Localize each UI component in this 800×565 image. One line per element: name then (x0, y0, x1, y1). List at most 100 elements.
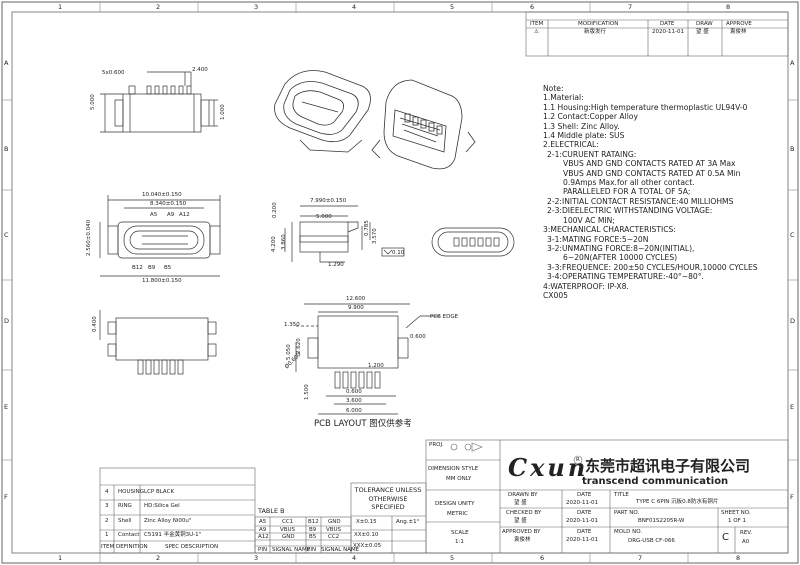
note-line: 4:WATERPROOF: IP-X8. (543, 281, 629, 291)
col-label-3: 3 (254, 3, 259, 11)
dim-side-h1: 4.200 (271, 236, 277, 252)
tolerance-value: XXX±0.05 (353, 543, 382, 549)
approved-by-label: APPROVED BY (502, 529, 541, 535)
checked-by-label: CHECKED BY (506, 510, 542, 516)
pin-cell: A5 (259, 519, 267, 525)
note-line: PARALLELED FOR A TOTAL OF 5A; (563, 187, 691, 197)
pin-label-a12: A12 (179, 212, 190, 218)
mat-def: Contact (118, 532, 140, 538)
scale-label: SCALE (451, 530, 469, 536)
part-no-label: PART NO. (614, 510, 640, 516)
pin-cell: B5 (309, 534, 317, 540)
proj-label: PROJ. (429, 442, 444, 448)
note-line: 2-2:INITIAL CONTACT RESISTANCE:40 MILLIO… (547, 196, 734, 206)
approved-by: 袁俊林 (514, 537, 531, 543)
dim-side-h2: 3.860 (281, 234, 287, 250)
mold-label: MOLD NO. (614, 529, 643, 535)
note-line: 0.9Amps Max.for all other contact. (563, 178, 695, 188)
design-unity-value: METRIC (447, 511, 468, 517)
note-line: 3:MECHANICAL CHARACTERISTICS: (543, 225, 676, 235)
front-view-drawing (99, 195, 221, 277)
col-label-3-bottom: 3 (254, 554, 259, 562)
dim-body-height: 2.560±0.040 (86, 219, 92, 256)
iso-view-front (274, 70, 371, 153)
mat-def: HOUSING (118, 489, 144, 495)
dim-pin-pitch: 5x0.600 (102, 70, 125, 76)
tolerance-value: X±0.15 (356, 519, 377, 525)
date-label: DATE (577, 529, 592, 535)
note-line: 6~20N(AFTER 10000 CYCLES) (563, 253, 678, 263)
dim-inner-width: 8.340±0.150 (150, 201, 187, 207)
rev-label: REV. (740, 530, 753, 536)
rev-header-draw: DRAW (696, 21, 713, 27)
row-label-b-right: B (790, 145, 795, 153)
dim-pcb-bottom: 1.500 (304, 384, 310, 400)
title-block-grid (99, 11, 789, 554)
date-label: DATE (577, 510, 592, 516)
date-value: 2020-11-01 (566, 518, 598, 524)
dim-side-small: 3.570 (372, 228, 378, 244)
pin-header: SIGNAL NAME (321, 547, 360, 553)
col-label-5-bottom: 5 (450, 554, 455, 562)
tolerance-title: TOLERANCE UNLESS OTHERWISE SPECIFIED (354, 486, 422, 511)
note-line: 3-1:MATING FORCE:5~20N (547, 234, 649, 244)
mat-spec: HD:Silica Gel (144, 503, 180, 509)
col-label-1-bottom: 1 (58, 554, 63, 562)
col-label-4-bottom: 4 (352, 554, 357, 562)
rev-draw: 望 盛 (696, 29, 709, 35)
dim-tab-h: 0.200 (272, 202, 278, 218)
mat-spec: LCP BLACK (144, 489, 175, 495)
dim-pcb-b3: 6.000 (346, 408, 362, 414)
col-label-6-bottom: 6 (540, 554, 545, 562)
dim-right-height: 1.000 (220, 104, 226, 120)
note-line: VBUS AND GND CONTACTS RATED AT 0.5A Min (563, 168, 741, 178)
dim-pcb-b1: 0.600 (346, 389, 362, 395)
col-label-8-bottom: 8 (736, 554, 741, 562)
logo-registered-mark: R (576, 457, 580, 463)
row-label-f-right: F (790, 493, 794, 501)
dim-pcb-h1: 1.350 (284, 322, 300, 328)
drawn-by: 望 盛 (514, 500, 527, 506)
rev-value: A0 (742, 539, 750, 545)
row-label-e: E (4, 403, 9, 411)
pin-cell: A12 (258, 534, 269, 540)
row-label-a: A (4, 59, 9, 67)
notes-block: Note: 1.Material: 1.1 Housing:High tempe… (543, 84, 758, 300)
rev-modification: 新版发行 (584, 29, 607, 35)
note-line: 2.ELECTRICAL: (543, 140, 599, 150)
pin-table-title: TABLE B (258, 507, 285, 515)
dim-pin-width: 2.400 (192, 67, 208, 73)
company-name-en: transcend communication (582, 476, 729, 487)
row-label-e-right: E (790, 403, 795, 411)
dim-pcb-w1: 12.600 (346, 296, 366, 302)
note-line: VBUS AND GND CONTACTS RATED AT 3A Max (563, 159, 736, 169)
mat-item: 2 (105, 518, 109, 524)
mat-spec: Zinc Alloy Ni00u" (144, 518, 192, 524)
title-label: TITLE (614, 492, 629, 498)
rev-header-date: DATE (660, 21, 675, 27)
dim-style-label: DIMENSION STYLE (428, 466, 479, 472)
pin-cell: VBUS (326, 527, 342, 533)
rev-header-item: ITEM (530, 21, 544, 27)
pin-header: PIN (258, 547, 268, 553)
pin-label-b12: B12 (132, 265, 143, 271)
pcb-layout-title: PCB LAYOUT 图仅供参考 (314, 419, 412, 429)
sheet-size: C (722, 532, 729, 543)
mat-header-spec: SPEC DESCRIPTION (165, 544, 219, 550)
pin-cell: VBUS (280, 527, 296, 533)
note-line: 3-4:OPERATING TEMPERATURE:-40°~80°. (547, 272, 704, 282)
rev-approve: 袁俊林 (730, 29, 747, 35)
date-label: DATE (577, 492, 592, 498)
pin-cell: CC2 (328, 534, 340, 540)
rev-header-modification: MODIFICATION (578, 21, 619, 27)
mat-item: 1 (105, 532, 109, 538)
row-label-c: C (4, 231, 9, 239)
dim-side-height: 5.000 (90, 94, 96, 110)
sheet-value: 1 OF 1 (728, 518, 746, 524)
rev-date: 2020-11-01 (652, 29, 684, 35)
note-line: 100V AC MIN; (563, 215, 615, 225)
iso-view-back (371, 79, 476, 170)
mat-def: RING (118, 503, 132, 509)
end-view-drawing (431, 227, 515, 257)
